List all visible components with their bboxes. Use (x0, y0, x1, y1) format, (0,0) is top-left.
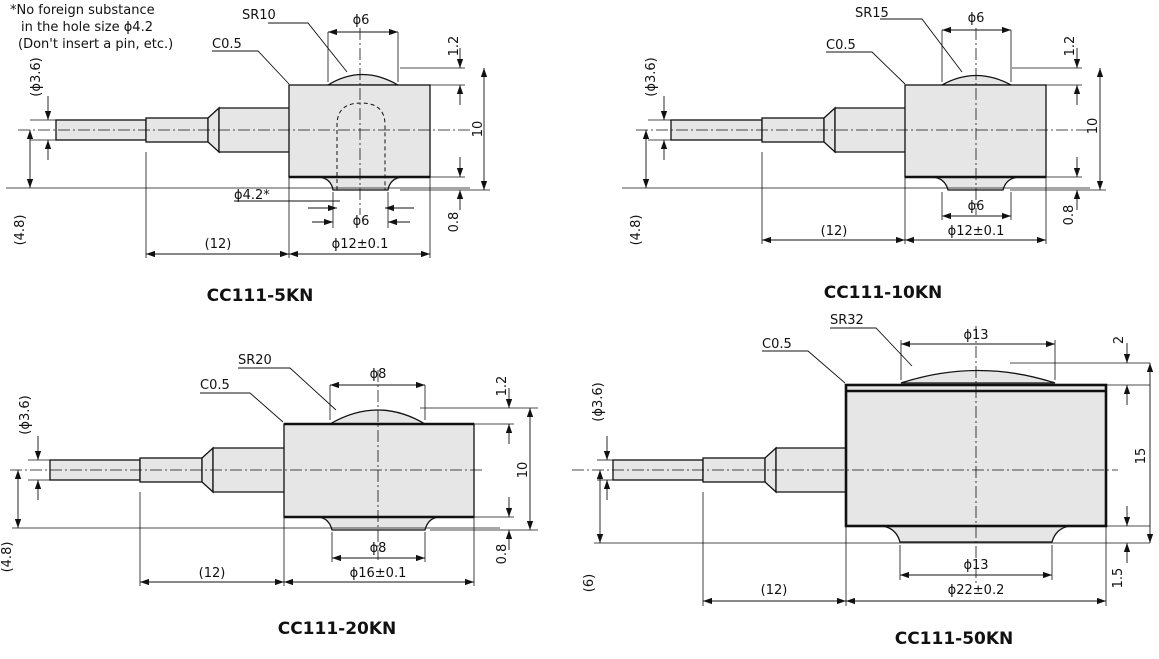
top-diameter-label: ϕ6 (353, 13, 370, 28)
bottom-diameter-label: ϕ6 (353, 214, 370, 229)
bottom-diameter-label: ϕ8 (370, 541, 387, 556)
bottom-diameter-label: ϕ13 (963, 558, 988, 573)
cable-diameter-label: (ϕ3.6) (644, 57, 659, 96)
load-button-dome (900, 369, 1056, 384)
sr-leader (830, 327, 913, 367)
load-cell-body (283, 423, 475, 518)
top-diameter-label: ϕ13 (963, 328, 988, 343)
cable-diameter-label: (ϕ3.6) (18, 395, 33, 434)
model-title: CC111-5KN (207, 286, 314, 306)
cable-sleeve (145, 117, 209, 143)
cable-offset-label: (4.8) (0, 542, 15, 573)
drawing-cc111-10kn: SR15 C0.5 ϕ6 1.2 10 0.8 (ϕ3.6) (4.8) (12… (622, 6, 1106, 303)
model-title: CC111-10KN (824, 283, 943, 303)
bottom-height-label: 0.8 (1062, 205, 1077, 226)
cable-diameter-label: (ϕ3.6) (591, 382, 606, 421)
sr-label: SR32 (830, 313, 864, 328)
top-height-label: 1.2 (447, 36, 462, 57)
bottom-height-label: 1.5 (1111, 568, 1126, 589)
body-diameter-label: ϕ12±0.1 (332, 237, 389, 252)
cable-length-label: (12) (199, 566, 226, 581)
total-height-label: 10 (1086, 118, 1101, 135)
sr-label: SR15 (855, 6, 889, 21)
body-diameter-label: ϕ12±0.1 (948, 224, 1005, 239)
chamfer-leader (762, 350, 846, 384)
total-height-label: 10 (516, 462, 531, 479)
cable-offset-label: (4.8) (629, 215, 644, 246)
sr-leader (268, 22, 348, 73)
load-cell-body (904, 84, 1047, 178)
top-height-label: 1.2 (1063, 36, 1078, 57)
total-height-label: 15 (1134, 448, 1149, 465)
chamfer-label: C0.5 (826, 38, 856, 53)
note-line-2: in the hole size ϕ4.2 (21, 20, 153, 35)
cable-diameter-label: (ϕ3.6) (29, 57, 44, 96)
sr-leader (238, 367, 337, 411)
chamfer-leader (200, 392, 284, 423)
chamfer-label: C0.5 (200, 378, 230, 393)
chamfer-label: C0.5 (762, 337, 792, 352)
load-button-dome (325, 73, 401, 86)
chamfer-leader (212, 50, 290, 85)
cable-length-label: (12) (205, 237, 232, 252)
cable-length-label: (12) (821, 224, 848, 239)
top-height-label: 2 (1112, 336, 1127, 344)
cable-length-label: (12) (761, 583, 788, 598)
load-cell-body (288, 84, 431, 178)
top-diameter-label: ϕ8 (370, 367, 387, 382)
model-title: CC111-50KN (895, 629, 1014, 649)
cable-offset-label: (4.8) (13, 215, 28, 246)
drawing-cc111-5kn: SR10 C0.5 ϕ6 1.2 10 0.8 (ϕ3.6) (4.8) (12… (6, 8, 490, 306)
load-button-dome (939, 74, 1012, 86)
chamfer-label: C0.5 (212, 37, 242, 52)
hidden-hole-outline (336, 102, 386, 190)
sr-leader (880, 18, 963, 73)
bottom-height-label: 0.8 (447, 212, 462, 233)
load-button-dome (327, 409, 428, 425)
top-height-label: 1.2 (495, 376, 510, 397)
sr-label: SR20 (238, 353, 272, 368)
total-height-label: 10 (471, 121, 486, 138)
model-title: CC111-20KN (278, 619, 397, 639)
top-diameter-label: ϕ6 (968, 11, 985, 26)
hole-label: ϕ4.2* (234, 188, 270, 203)
sr-label: SR10 (242, 8, 276, 23)
body-diameter-label: ϕ16±0.1 (350, 566, 407, 581)
chamfer-leader (826, 51, 906, 85)
bottom-diameter-label: ϕ6 (968, 199, 985, 214)
note-line-1: *No foreign substance (10, 3, 155, 18)
bottom-height-label: 0.8 (495, 544, 510, 565)
note-line-3: (Don't insert a pin, etc.) (18, 37, 173, 52)
body-diameter-label: ϕ22±0.2 (948, 583, 1005, 598)
hole-note: *No foreign substance in the hole size ϕ… (10, 3, 173, 52)
drawing-cc111-20kn: SR20 C0.5 ϕ8 1.2 10 0.8 (ϕ3.6) (4.8) (12… (0, 353, 538, 639)
drawing-cc111-50kn: SR32 C0.5 ϕ13 2 15 1.5 (ϕ3.6) (6) (12) ϕ… (572, 313, 1154, 649)
cable-offset-label: (6) (582, 574, 597, 592)
